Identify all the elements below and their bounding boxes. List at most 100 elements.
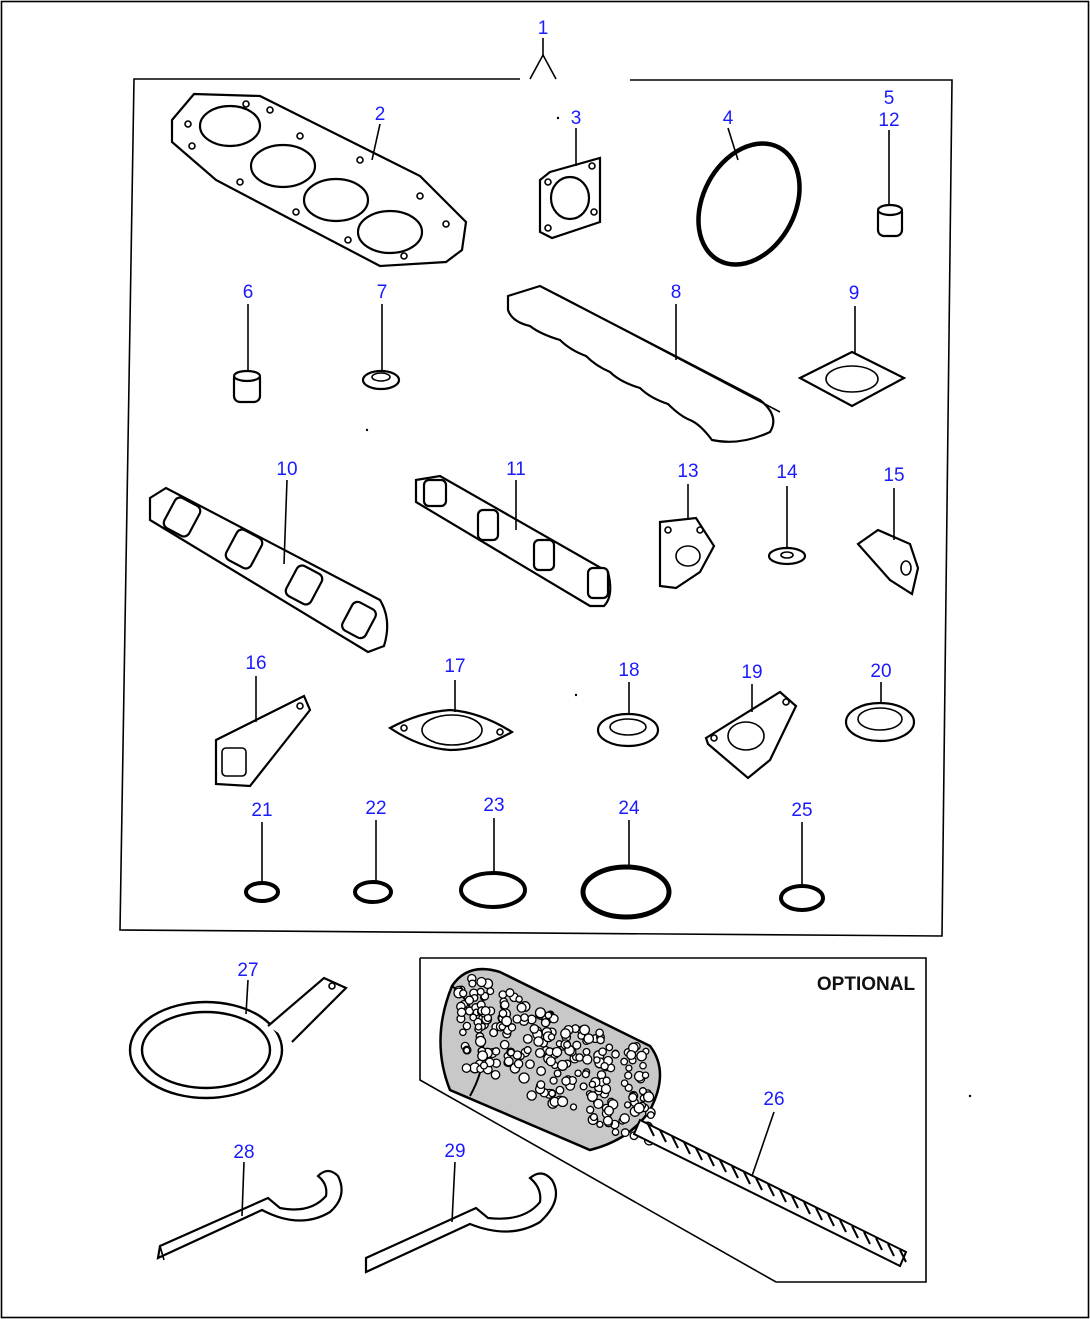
bristle (551, 1046, 563, 1058)
bristle (572, 1040, 582, 1050)
bristle (480, 1005, 491, 1016)
bristle (461, 1063, 472, 1073)
part-26-hone-brush (439, 967, 908, 1268)
shaft-twist (803, 1201, 811, 1215)
bristle (522, 1033, 533, 1044)
part-18-washer (596, 682, 660, 748)
part-19-thermostat-gasket (704, 684, 798, 780)
bristle (507, 1023, 517, 1032)
bristle (534, 1007, 546, 1019)
bristle (583, 1033, 595, 1045)
shaft-twist (815, 1207, 823, 1221)
bristle (595, 1028, 604, 1038)
callout-8: 8 (671, 282, 682, 303)
part-20-washer (844, 682, 916, 743)
bristle (477, 1050, 489, 1062)
callout-18: 18 (618, 660, 639, 681)
bristle (553, 1069, 562, 1078)
callout-15: 15 (883, 465, 904, 486)
shaft-twist (767, 1183, 775, 1197)
bristle (545, 1056, 556, 1067)
bristle (579, 1024, 591, 1036)
bristle (641, 1071, 650, 1079)
callout-28: 28 (233, 1142, 254, 1163)
bristle (505, 988, 515, 998)
bristle (628, 1092, 638, 1103)
bristle (474, 1023, 483, 1031)
part-29-hook-wrench (364, 1161, 558, 1274)
bristle (600, 1083, 612, 1095)
callout-5: 5 (884, 88, 895, 109)
bristle (520, 1013, 529, 1022)
callout-16: 16 (245, 653, 266, 674)
callout-11: 11 (506, 459, 526, 480)
part-27-ring-wrench (128, 976, 348, 1100)
callout-22: 22 (365, 798, 386, 819)
bristle (490, 1069, 501, 1080)
bristle (582, 1054, 593, 1065)
shaft-twist (647, 1123, 655, 1137)
bristle (507, 1048, 515, 1057)
bristle (619, 1113, 630, 1124)
shaft-twist (695, 1147, 703, 1161)
part-4-o-ring (696, 127, 802, 267)
part-9-flange-gasket (797, 306, 907, 408)
bristle (620, 1079, 629, 1088)
bristle (540, 1018, 551, 1028)
callout-19: 19 (741, 662, 762, 683)
bristle (620, 1128, 630, 1138)
shaft-twist (743, 1171, 751, 1185)
part-13-pump-gasket (658, 484, 716, 590)
bristle (476, 976, 487, 988)
shaft-twist (887, 1243, 895, 1257)
callout-4: 4 (723, 108, 734, 129)
bristle (620, 1057, 629, 1066)
bristle (500, 1000, 510, 1010)
bristle (526, 1090, 537, 1101)
part-10-exhaust-gasket (148, 479, 389, 654)
bristle (459, 1028, 467, 1037)
bristle (588, 1080, 597, 1089)
bristle (636, 1050, 647, 1062)
part-25-o-ring (779, 822, 825, 912)
bristle (469, 1013, 478, 1022)
callout-1: 1 (538, 18, 549, 39)
bristle (462, 1021, 472, 1031)
bristle (579, 1082, 588, 1091)
bristle (513, 1059, 524, 1069)
callout-10: 10 (276, 459, 297, 480)
bristle (536, 1066, 547, 1077)
shaft-twist (659, 1129, 667, 1143)
bristle (611, 1128, 620, 1136)
shaft-twist (875, 1237, 883, 1251)
bristle (624, 1071, 633, 1080)
bristle (582, 1047, 591, 1056)
bristle (476, 987, 485, 996)
shaft-twist (731, 1165, 739, 1179)
callout-14: 14 (776, 462, 798, 483)
bristle (499, 1039, 510, 1050)
callout-9: 9 (849, 283, 860, 304)
bristle (625, 1064, 633, 1072)
bristle (642, 1091, 655, 1103)
bristle (491, 1047, 501, 1056)
bristle (459, 989, 468, 998)
shaft-twist (827, 1213, 835, 1227)
callout-7: 7 (377, 282, 388, 303)
shaft-twist (683, 1141, 691, 1155)
bristle (646, 1111, 655, 1120)
bristle (600, 1061, 609, 1071)
bristle (515, 995, 523, 1003)
bristle (549, 1076, 558, 1085)
callout-20: 20 (870, 661, 891, 682)
bristle (586, 1105, 595, 1114)
bristle (586, 1091, 598, 1103)
optional-box (419, 957, 927, 1283)
part-24-o-ring (580, 820, 672, 920)
bristle (479, 1061, 489, 1070)
bristle (581, 1070, 590, 1079)
kit-frame (119, 38, 953, 937)
bristle (474, 1035, 487, 1048)
